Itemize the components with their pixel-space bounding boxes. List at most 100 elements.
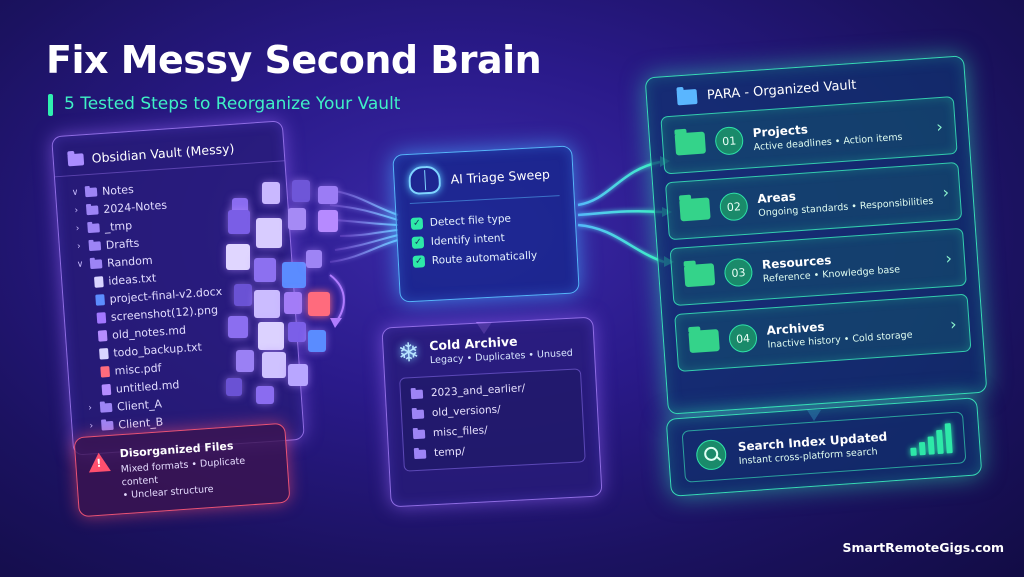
file-icon [95, 293, 105, 306]
file-icon [101, 383, 112, 396]
triage-step-label: Detect file type [429, 212, 512, 229]
obsidian-vault-panel: Obsidian Vault (Messy) ∨Notes›2024-Notes… [51, 120, 305, 456]
tree-item-label: misc.pdf [114, 360, 162, 378]
input-flow-lines [329, 189, 399, 263]
para-item-archives[interactable]: 04 Archives Inactive history • Cold stor… [674, 293, 972, 372]
return-arrowhead [330, 318, 342, 328]
triage-step-label: Identify intent [430, 231, 505, 248]
chevron-right-icon[interactable]: › [76, 241, 82, 252]
scattered-file-icon [262, 182, 280, 204]
cold-archive-card: ❄ Cold Archive Legacy • Duplicates • Unu… [381, 316, 603, 508]
folder-icon [683, 263, 716, 288]
check-icon: ✓ [412, 254, 426, 268]
check-icon: ✓ [410, 216, 424, 230]
folder-icon [84, 186, 98, 197]
scattered-image-icon [256, 386, 274, 404]
step-number: 02 [718, 191, 749, 222]
folder-icon [89, 258, 103, 269]
signal-bars-icon [909, 423, 953, 456]
chevron-right-icon: › [944, 248, 953, 268]
tree-item-label: Client_A [116, 396, 163, 414]
brand-watermark: SmartRemoteGigs.com [842, 540, 1004, 555]
scattered-file-icon [228, 210, 250, 234]
tree-item-label: Client_B [117, 414, 164, 431]
vault-folder-icon [67, 152, 85, 166]
return-arrow [329, 274, 345, 323]
scattered-file-icon [288, 208, 306, 230]
obsidian-panel-title: Obsidian Vault (Messy) [91, 140, 235, 166]
folder-icon [87, 222, 100, 233]
folder-icon [86, 204, 99, 215]
archive-folder-label: old_versions/ [431, 403, 501, 420]
page-title: Fix Messy Second Brain [46, 38, 542, 82]
tree-item-label: untitled.md [115, 377, 180, 396]
ai-triage-card: AI Triage Sweep ✓ Detect file type ✓ Ide… [392, 145, 580, 303]
tree-item-label: ideas.txt [107, 271, 157, 288]
folder-icon [410, 389, 424, 399]
folder-icon [411, 409, 425, 419]
para-item-resources[interactable]: 03 Resources Reference • Knowledge base … [669, 227, 967, 307]
warning-icon: ! [87, 452, 111, 473]
para-item-areas[interactable]: 02 Areas Ongoing standards • Responsibil… [664, 161, 963, 241]
folder-icon [99, 402, 113, 413]
output-flow-lines [577, 160, 665, 264]
file-icon [100, 365, 111, 378]
folder-icon [101, 420, 114, 431]
archive-folder-label: misc_files/ [432, 424, 488, 440]
vault-folder-icon [676, 88, 698, 106]
chevron-right-icon[interactable]: › [75, 223, 80, 234]
scattered-image-icon [318, 210, 338, 232]
brain-icon [407, 165, 442, 195]
scattered-image-icon [318, 186, 338, 204]
tree-item-label: Random [106, 253, 153, 270]
chevron-down-icon[interactable]: ∨ [76, 259, 84, 270]
archive-folder-label: temp/ [433, 445, 466, 460]
check-icon: ✓ [411, 235, 425, 249]
file-icon [97, 329, 108, 342]
snowflake-icon: ❄ [397, 337, 421, 369]
folder-icon [413, 449, 427, 459]
scattered-file-icon [288, 364, 308, 386]
cold-archive-folder-list: 2023_and_earlier/ old_versions/ misc_fil… [399, 368, 586, 472]
tree-item-label: _tmp [104, 218, 133, 234]
archive-folder-label: 2023_and_earlier/ [430, 382, 526, 400]
scattered-doc-icon [226, 244, 250, 270]
chevron-right-icon[interactable]: › [88, 403, 93, 414]
step-number: 03 [723, 257, 754, 288]
subtitle-accent-bar [48, 94, 53, 116]
folder-icon [412, 429, 426, 439]
scattered-file-icon [254, 258, 276, 282]
scattered-doc-icon [256, 218, 282, 248]
scattered-file-icon [308, 330, 326, 352]
para-item-projects[interactable]: 01 Projects Active deadlines • Action it… [660, 96, 958, 175]
scattered-doc-icon [258, 322, 284, 350]
disorganized-files-card: ! Disorganized Files Mixed formats • Dup… [73, 422, 291, 518]
scattered-pdf-icon [308, 292, 330, 316]
scattered-file-icon [236, 350, 254, 372]
scattered-doc-icon [262, 352, 286, 378]
scattered-file-icon [292, 180, 310, 202]
triage-step-label: Route automatically [431, 248, 538, 267]
folder-icon [88, 240, 102, 251]
file-icon [99, 347, 109, 360]
chevron-down-icon[interactable]: ∨ [71, 187, 79, 199]
scattered-file-icon [306, 250, 322, 268]
chevron-right-icon: › [941, 182, 950, 202]
chevron-right-icon: › [949, 313, 958, 334]
folder-icon [674, 131, 707, 156]
folder-icon [688, 329, 720, 354]
scattered-doc-icon [282, 262, 306, 288]
scattered-file-icon [226, 378, 242, 396]
search-icon [695, 438, 728, 471]
page-subtitle: 5 Tested Steps to Reorganize Your Vault [64, 94, 401, 114]
para-title: PARA - Organized Vault [706, 77, 857, 104]
para-vault-panel: PARA - Organized Vault 01 Projects Activ… [644, 55, 988, 415]
chevron-right-icon[interactable]: › [89, 421, 94, 432]
scattered-file-icon [284, 292, 302, 314]
step-number: 04 [728, 323, 758, 354]
file-icon [93, 275, 104, 288]
chevron-right-icon[interactable]: › [74, 205, 79, 217]
scattered-doc-icon [254, 290, 280, 318]
scattered-file-icon [288, 322, 306, 342]
